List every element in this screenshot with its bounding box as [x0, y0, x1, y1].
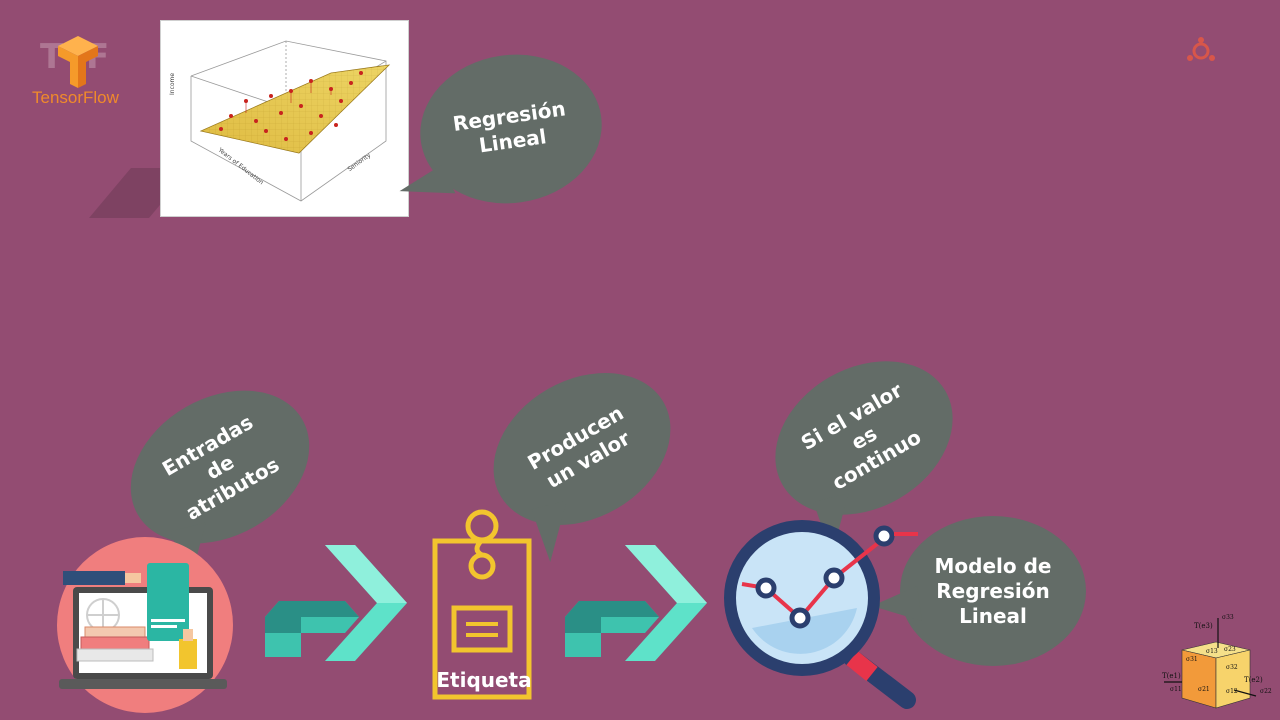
- t-e1: T(e1): [1162, 672, 1181, 680]
- s21: σ21: [1198, 686, 1210, 693]
- arrow-right-1: [265, 545, 410, 665]
- tensorflow-wordmark: TensorFlow: [32, 88, 119, 107]
- bubble-modelo-text: Modelo de Regresión Lineal: [934, 553, 1052, 628]
- t-e3: T(e3): [1194, 622, 1213, 630]
- magnifier-chart-illustration: [722, 518, 922, 714]
- s31: σ31: [1186, 656, 1198, 663]
- tag-illustration: Etiqueta: [432, 508, 532, 700]
- etiqueta-label: Etiqueta: [436, 668, 532, 692]
- bubble-regresion-lineal: Regresión Lineal: [399, 43, 612, 215]
- inputs-illustration: [55, 535, 235, 715]
- watermark-logo-icon: [1187, 37, 1215, 61]
- bubble-si-valor: Si el valor es continuo: [747, 330, 981, 555]
- bubble-modelo: Modelo de Regresión Lineal: [872, 516, 1086, 666]
- regression-3d-plot: Income Years of Education Seniority: [161, 21, 408, 216]
- s12: σ12: [1226, 688, 1238, 695]
- s11: σ11: [1170, 686, 1182, 693]
- tensorflow-logo: T F TensorFlow: [28, 36, 128, 116]
- bubble-producen: Producen un valor: [466, 342, 698, 563]
- stress-cube-icon: T(e3) σ33 σ31 σ13 σ23 σ32 T(e1) σ11 σ21 …: [1160, 612, 1276, 712]
- arrow-right-2: [565, 545, 710, 665]
- s23: σ23: [1224, 646, 1236, 653]
- s22: σ22: [1260, 688, 1272, 695]
- tag-icon: [432, 509, 532, 700]
- axis-label-vertical: Income: [169, 72, 176, 95]
- watermark-logo: [1184, 36, 1218, 66]
- bubble-regresion-lineal-text: Regresión Lineal: [451, 96, 568, 158]
- magnifier-icon: [724, 520, 918, 709]
- bubble-si-valor-text: Si el valor es continuo: [796, 377, 925, 495]
- s32: σ32: [1226, 664, 1238, 671]
- arrow-right-icon: [265, 545, 407, 661]
- bubble-entradas-text: Entradas de atributos: [157, 409, 284, 525]
- arrow-right-icon: [565, 545, 707, 661]
- bubble-producen-text: Producen un valor: [523, 400, 635, 493]
- t-e2: T(e2): [1244, 676, 1263, 684]
- tensorflow-icon: T F: [40, 36, 109, 88]
- s33: σ33: [1222, 614, 1234, 621]
- s13: σ13: [1206, 648, 1218, 655]
